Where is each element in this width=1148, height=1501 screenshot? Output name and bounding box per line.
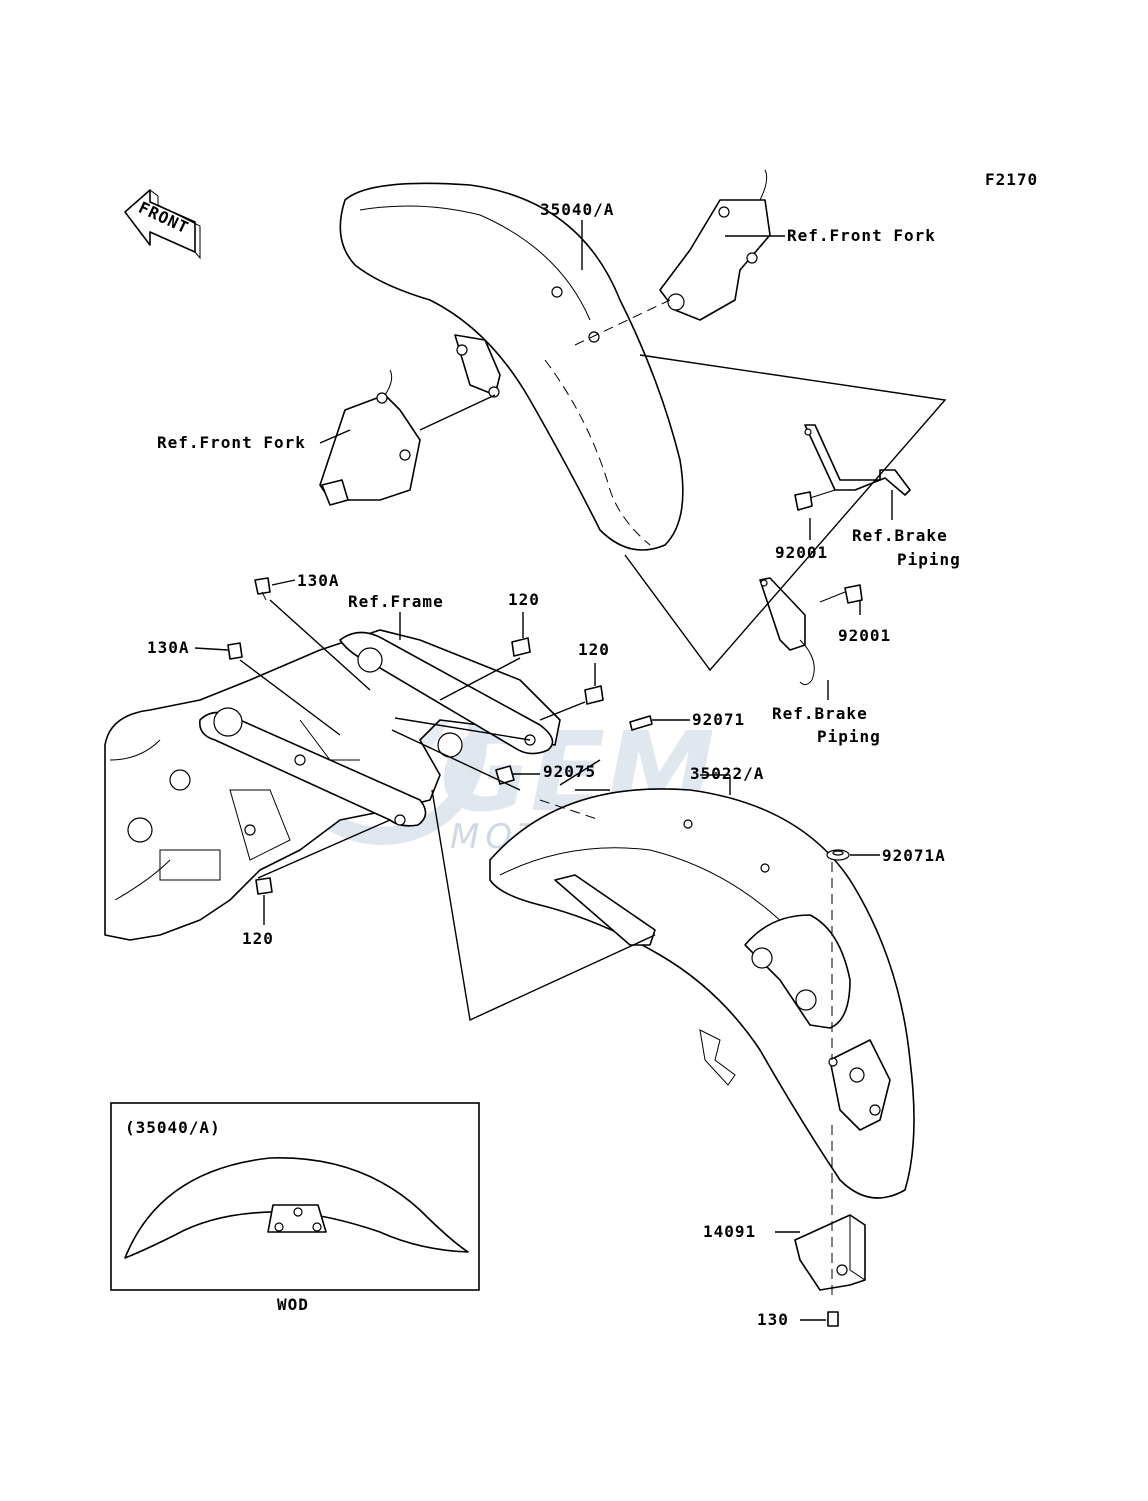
bolt-130A-lower: [227, 642, 243, 660]
label-92071A: 92071A: [882, 846, 946, 865]
diagram-code: F2170: [985, 170, 1038, 189]
part-92071-clip: [629, 715, 653, 731]
bolt-120-a: [511, 637, 531, 657]
label-120-b: 120: [578, 640, 610, 659]
inset-title: (35040/A): [125, 1118, 221, 1137]
brake-piping-clip-lower: [759, 577, 815, 686]
label-35040A: 35040/A: [540, 200, 614, 219]
brake-piping-clip-upper: [804, 424, 911, 496]
label-120-a: 120: [508, 590, 540, 609]
front-fender: [339, 182, 684, 551]
inset-box: (35040/A) WOD: [110, 1102, 480, 1314]
front-arrow-icon: FRONT: [124, 189, 201, 260]
label-ref-brake-upper-1: Ref.Brake: [852, 526, 948, 545]
label-ref-front-fork-right: Ref.Front Fork: [787, 226, 936, 245]
bolt-92001-lower: [819, 584, 863, 604]
inset-fender-variant: [124, 1157, 469, 1259]
bolt-92001-upper: [794, 489, 836, 511]
label-ref-front-fork-left: Ref.Front Fork: [157, 433, 306, 452]
label-ref-brake-upper-2: Piping: [897, 550, 961, 569]
bolt-130: [827, 1311, 839, 1327]
front-fork-left: [319, 369, 421, 506]
leader-lines: [194, 220, 947, 1321]
label-92071: 92071: [692, 710, 745, 729]
label-120-c: 120: [242, 929, 274, 948]
label-130: 130: [757, 1310, 789, 1329]
front-fork-right: [659, 169, 771, 321]
label-ref-brake-lower-1: Ref.Brake: [772, 704, 868, 723]
label-92075: 92075: [543, 762, 596, 781]
label-92001-lower: 92001: [838, 626, 891, 645]
inset-caption: WOD: [277, 1295, 309, 1314]
part-14091-cover: [794, 1214, 866, 1291]
label-14091: 14091: [703, 1222, 756, 1241]
rear-fender: [489, 788, 915, 1199]
label-92001-upper: 92001: [775, 543, 828, 562]
label-35022A: 35022/A: [690, 764, 764, 783]
label-ref-brake-lower-2: Piping: [817, 727, 881, 746]
label-ref-frame: Ref.Frame: [348, 592, 444, 611]
callout-labels: 35040/A Ref.Front Fork Ref.Front Fork 92…: [147, 200, 961, 1329]
bolt-130A-upper: [254, 577, 271, 601]
swingarm-frame: [104, 629, 561, 941]
part-92071A-grommet: [826, 849, 850, 861]
part-92075-damper: [495, 765, 515, 785]
label-130A-upper: 130A: [297, 571, 340, 590]
bolt-120-c: [255, 877, 273, 895]
label-130A-lower: 130A: [147, 638, 190, 657]
bolt-120-b: [584, 685, 604, 705]
